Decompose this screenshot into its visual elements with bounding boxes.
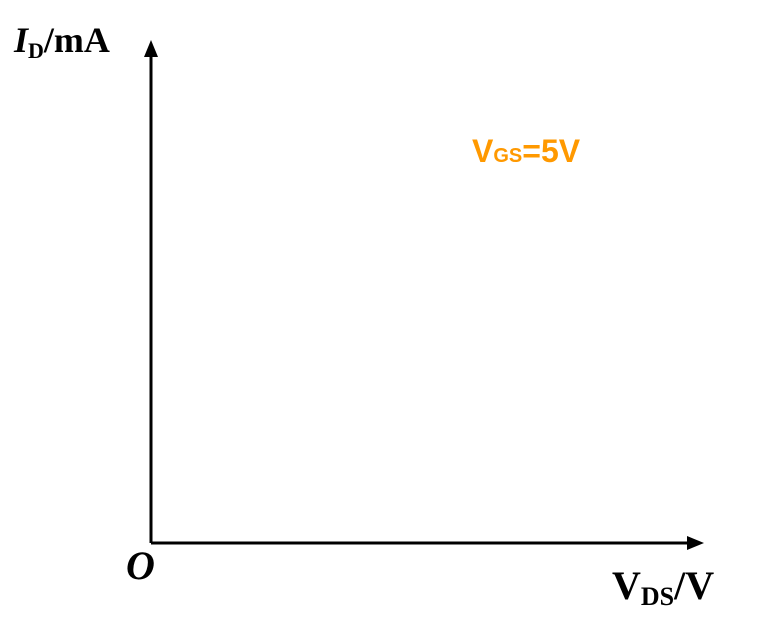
curve-label-subscript: GS (493, 145, 523, 167)
x-axis-symbol: V (612, 563, 641, 608)
curve-label-symbol: V (472, 133, 494, 169)
y-axis-subscript: D (28, 38, 44, 63)
curve-label-value: =5V (522, 133, 581, 169)
x-axis-arrow (687, 536, 704, 550)
origin-label: O (126, 543, 155, 588)
y-axis-unit: /mA (43, 20, 110, 60)
y-axis-symbol: I (14, 20, 29, 60)
x-axis-unit: /V (674, 563, 715, 608)
y-axis-arrow (144, 40, 158, 57)
x-axis-label: VDS/V (612, 563, 715, 610)
y-axis-label: ID/mA (14, 20, 110, 62)
x-axis-subscript: DS (640, 582, 675, 611)
curve-label-vgs: VGS=5V (472, 135, 580, 167)
